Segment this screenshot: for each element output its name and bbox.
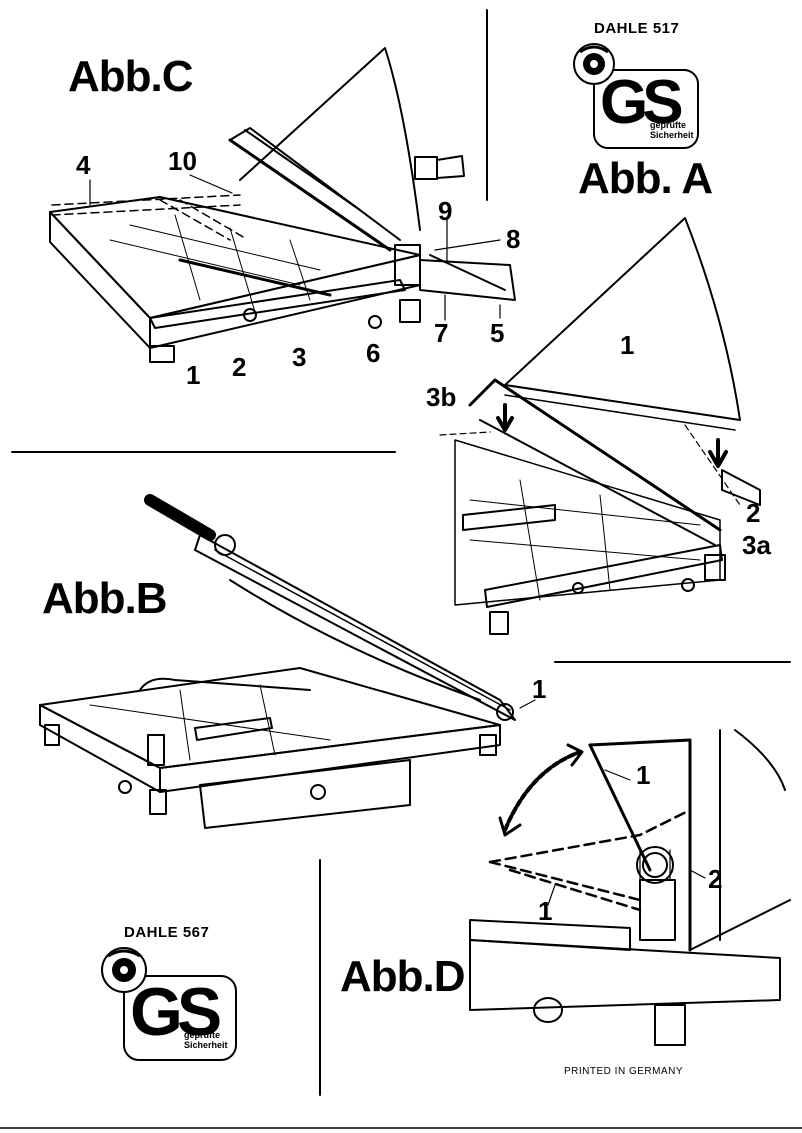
figure-d-title-text: Abb.D [340,952,466,1001]
figure-c-title: Abb.C [68,52,194,102]
gs-caption-top-1: geprüfte [650,120,686,130]
figure-b-title: Abb.B [42,574,168,624]
gs-seal-bottom: GS geprüfte Sicherheit [98,946,240,1062]
gs-caption-top-2: Sicherheit [650,130,694,140]
gs-seal-icon [101,947,237,1061]
callout-d-1-bottom: 1 [538,896,553,926]
callout-a-3a: 3a [742,530,771,560]
gs-seal-icon [573,43,699,149]
printed-in-germany-note: PRINTED IN GERMANY [564,1066,684,1077]
figure-c-drawing [49,47,516,363]
callout-c-2: 2 [232,352,247,382]
callout-c-6: 6 [366,338,381,368]
figure-b-drawing [39,494,536,829]
gs-mark-bottom: GS [130,974,222,1050]
callout-a-1: 1 [620,330,635,360]
model-label-517: DAHLE 517 [594,20,680,37]
callout-c-10: 10 [168,146,197,176]
callout-c-7: 7 [434,318,449,348]
callout-c-5: 5 [490,318,505,348]
gs-caption-bottom-2: Sicherheit [184,1040,228,1050]
gs-caption-bottom-1: geprüfte [184,1030,220,1040]
model-label-567: DAHLE 567 [124,924,210,941]
callout-c-9: 9 [438,196,453,226]
callout-c-8: 8 [506,224,521,254]
callout-d-2: 2 [708,864,723,894]
callout-c-3: 3 [292,342,307,372]
gs-mark-top: GS [600,68,684,137]
figure-b-title-text: Abb.B [42,574,168,623]
callout-a-3b: 3b [426,382,457,412]
figure-a-drawing [439,217,761,635]
callout-c-4: 4 [76,150,91,180]
callout-c-1: 1 [186,360,201,390]
callout-a-2: 2 [746,498,761,528]
callout-b-1: 1 [532,674,547,704]
gs-seal-top: GS geprüfte Sicherheit [570,42,702,150]
figure-a-title-text: Abb. A [578,154,713,203]
figure-c-title-text: Abb.C [68,52,194,101]
figure-a-title: Abb. A [578,154,713,204]
figure-d-drawing [469,729,791,1046]
callout-d-1-top: 1 [636,760,651,790]
figure-d-title: Abb.D [340,952,466,1002]
